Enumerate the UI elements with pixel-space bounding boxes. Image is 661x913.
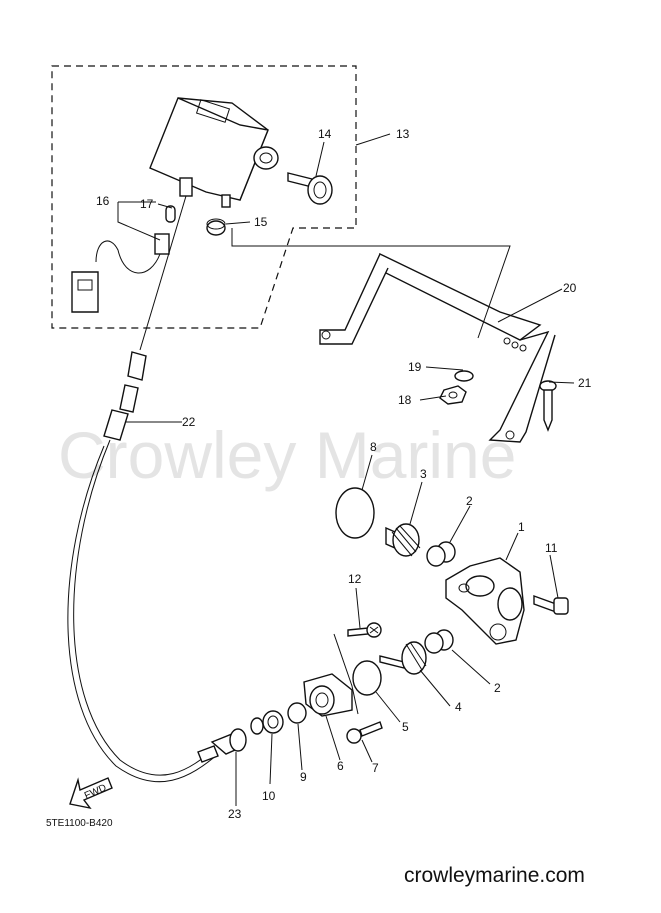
gasket-o-ring-large (335, 487, 375, 539)
callout-10: 10 (262, 789, 276, 803)
gear-housing (445, 557, 525, 645)
callout-1: 1 (518, 520, 525, 534)
mounting-bracket (319, 252, 556, 443)
trip-reset-knob (287, 172, 333, 205)
callout-23: 23 (228, 807, 242, 821)
driven-gear-shaft (379, 641, 427, 675)
grommet (206, 218, 226, 236)
callout-17: 17 (140, 197, 154, 211)
adapter-screw (347, 622, 382, 638)
leader-lines (126, 133, 575, 806)
callout-20: 20 (563, 281, 577, 295)
adapter-screw-lower (346, 721, 383, 744)
o-ring (352, 660, 382, 696)
housing-bolt (533, 595, 569, 615)
callout-2-lower: 2 (494, 681, 501, 695)
cable-end-fitting (197, 728, 247, 763)
callout-6: 6 (337, 759, 344, 773)
fwd-label: FWD (83, 783, 108, 802)
callout-14: 14 (318, 127, 332, 141)
bulb-and-socket (71, 205, 176, 313)
meter-assembly-outline (51, 65, 357, 329)
callout-19: 19 (408, 360, 422, 374)
washer-small (287, 702, 307, 724)
callout-11: 11 (545, 541, 558, 555)
o-ring-small (250, 717, 264, 735)
bushing-upper (426, 541, 456, 567)
grommet-lead-line (231, 228, 511, 339)
watermark-text: Crowley Marine (58, 418, 516, 492)
callout-13: 13 (396, 127, 410, 141)
site-url: crowleymarine.com (404, 864, 585, 887)
callout-3: 3 (420, 467, 427, 481)
clip (539, 380, 557, 432)
drive-gear (385, 523, 421, 557)
speedometer-cable (67, 195, 219, 783)
callout-5: 5 (402, 720, 409, 734)
callout-bracket-16 (117, 201, 161, 241)
callout-16: 16 (96, 194, 110, 208)
callout-22: 22 (182, 415, 196, 429)
callout-12: 12 (348, 572, 362, 586)
callout-15: 15 (254, 215, 268, 229)
cable-adapter (303, 673, 353, 717)
callout-4: 4 (455, 700, 462, 714)
callout-18: 18 (398, 393, 412, 407)
callout-8: 8 (370, 440, 377, 454)
speedometer-meter (149, 97, 279, 208)
oil-seal (262, 710, 284, 734)
callout-21: 21 (578, 376, 592, 390)
callout-9: 9 (300, 770, 307, 784)
forward-arrow-icon: FWD (69, 777, 113, 810)
callout-labels: 1 2 2 3 4 5 6 7 8 9 10 11 12 13 14 15 16… (96, 127, 592, 821)
bushing-lower (424, 629, 454, 654)
callout-2-upper: 2 (466, 494, 473, 508)
washer (454, 370, 474, 382)
diagram-code: 5TE1100-B420 (46, 818, 113, 829)
callout-7: 7 (372, 761, 379, 775)
nut (439, 385, 467, 405)
